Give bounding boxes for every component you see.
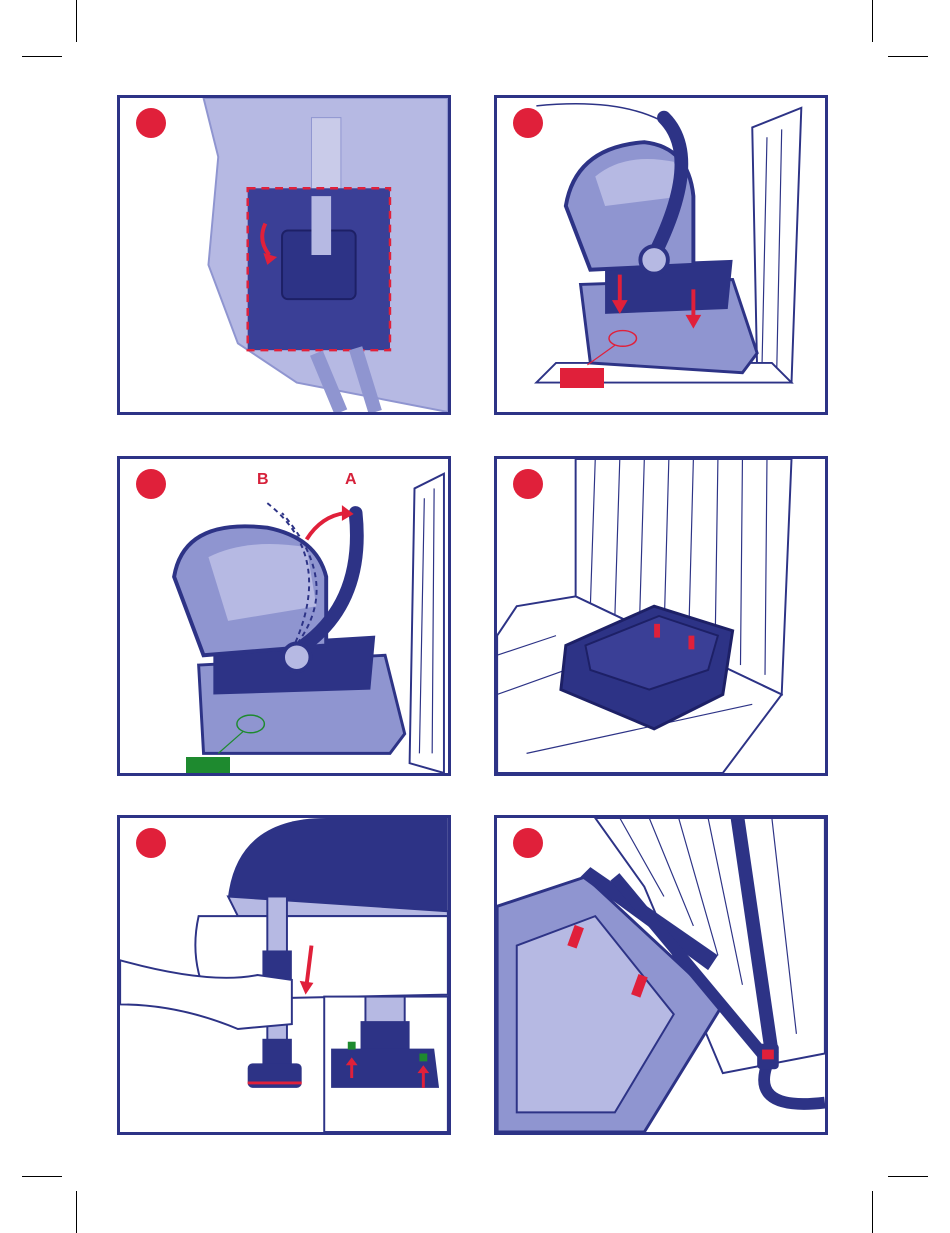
- crop-mark: [76, 1191, 77, 1233]
- crop-mark: [888, 56, 928, 57]
- indicator-red-tag: [560, 368, 604, 388]
- illustration-seat-release: [120, 98, 448, 412]
- step-badge: [513, 828, 543, 858]
- panel-step-4: [494, 456, 828, 776]
- step-badge: [513, 108, 543, 138]
- step-badge: [136, 469, 166, 499]
- illustration-handle-position: [120, 459, 448, 773]
- panel-step-3: B A: [117, 456, 451, 776]
- crop-mark: [76, 0, 77, 42]
- illustration-support-leg: [120, 818, 448, 1132]
- step-badge: [136, 828, 166, 858]
- illustration-belt-routing: [497, 818, 825, 1132]
- crop-mark: [22, 56, 62, 57]
- crop-mark: [22, 1176, 62, 1177]
- panel-step-6: [494, 815, 828, 1135]
- step-badge: [513, 469, 543, 499]
- crop-mark: [888, 1176, 928, 1177]
- label-a: A: [345, 471, 357, 489]
- crop-mark: [872, 0, 873, 42]
- illustration-base-on-seat: [497, 459, 825, 773]
- illustration-attach-carrier: [497, 98, 825, 412]
- indicator-green-tag: [186, 757, 230, 776]
- crop-mark: [872, 1191, 873, 1233]
- panel-step-2: [494, 95, 828, 415]
- step-badge: [136, 108, 166, 138]
- label-b: B: [257, 471, 269, 489]
- panel-step-1: [117, 95, 451, 415]
- panel-step-5: [117, 815, 451, 1135]
